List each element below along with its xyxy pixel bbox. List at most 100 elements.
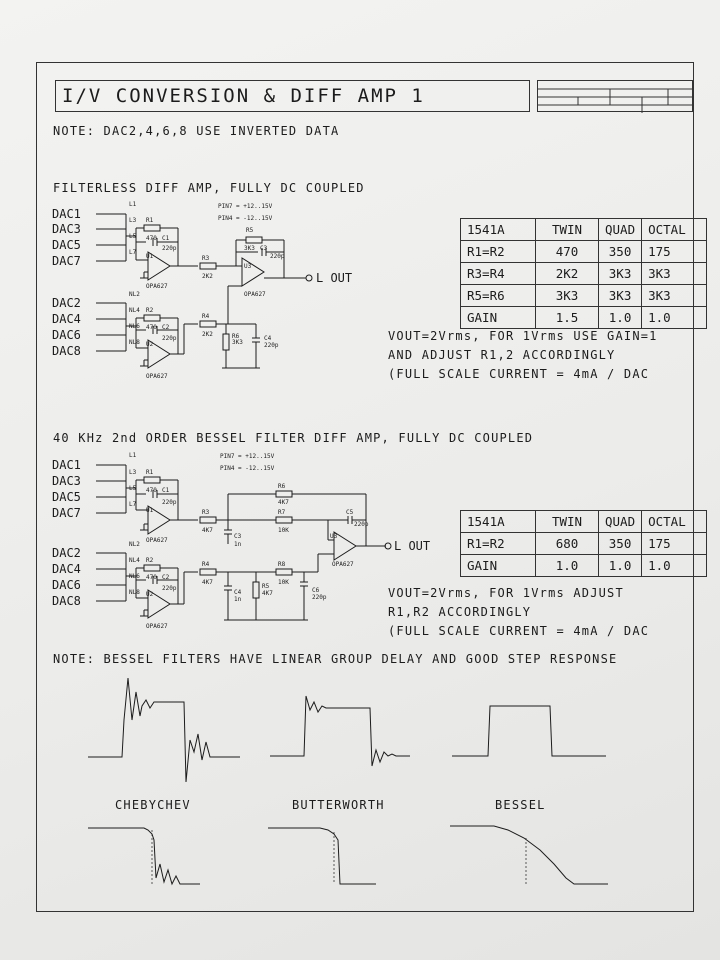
table-row: 1541A TWIN QUAD OCTAL	[460, 510, 708, 533]
c3-value: 220p	[270, 253, 285, 260]
freq-response-bessel	[450, 825, 608, 885]
r6-value: 3K3	[232, 339, 243, 346]
freq-response-butterworth	[268, 827, 376, 885]
r5-value-2: 4K7	[262, 590, 273, 597]
input-dac1-2: DAC1	[52, 458, 81, 472]
nl8-label: NL8	[129, 339, 140, 346]
r7-label-2: R7	[278, 509, 286, 516]
u3-part: OPA627	[244, 291, 266, 298]
pin7-note: PIN7 = +12..15V	[218, 203, 273, 210]
c1-label: C1	[162, 235, 170, 242]
section2-heading: 40 KHz 2nd ORDER BESSEL FILTER DIFF AMP,…	[53, 431, 534, 445]
c1-label-2: C1	[162, 487, 170, 494]
table-row: R1=R2 680 350 175	[460, 532, 708, 555]
c6-label-2: C6	[312, 587, 320, 594]
step-response-butterworth	[270, 695, 410, 767]
drawing-title: I/V CONVERSION & DIFF AMP 1	[55, 80, 530, 112]
r6-value-2: 4K7	[278, 499, 289, 506]
pin7-note-2: PIN7 = +12..15V	[220, 453, 275, 460]
r5-label: R5	[246, 227, 254, 234]
input-dac5-2: DAC5	[52, 490, 81, 504]
values-table-filterless: 1541A TWIN QUAD OCTAL R1=R2 470 350 175 …	[460, 218, 708, 329]
input-dac4-2: DAC4	[52, 562, 81, 576]
r4-label-2: R4	[202, 561, 210, 568]
u1-label-2: U1	[146, 507, 154, 514]
nl2-label: NL2	[129, 291, 140, 298]
section1-note-3: (FULL SCALE CURRENT = 4mA / DAC	[388, 367, 650, 381]
drawing-frame	[36, 62, 694, 912]
input-dac3-2: DAC3	[52, 474, 81, 488]
table-row: GAIN 1.5 1.0 1.0	[460, 306, 708, 329]
section1-heading: FILTERLESS DIFF AMP, FULLY DC COUPLED	[53, 181, 365, 195]
table-row: 1541A TWIN QUAD OCTAL	[460, 218, 708, 241]
r2-value-2: 470	[146, 574, 157, 581]
r3-value: 2K2	[202, 273, 213, 280]
output-l-out-2: L OUT	[394, 539, 430, 553]
input-dac2-2: DAC2	[52, 546, 81, 560]
pin4-note-2: PIN4 = -12..15V	[220, 465, 275, 472]
l1-label-2: L1	[129, 452, 137, 459]
r1-label: R1	[146, 217, 154, 224]
nl2-label-2: NL2	[129, 541, 140, 548]
u1-label: U1	[146, 253, 154, 260]
input-dac8: DAC8	[52, 344, 81, 358]
nl4-label: NL4	[129, 307, 140, 314]
input-dac6: DAC6	[52, 328, 81, 342]
c2-value: 220p	[162, 335, 177, 342]
r8-value-2: 10K	[278, 579, 289, 586]
input-dac2: DAC2	[52, 296, 81, 310]
note-inverted-data: NOTE: DAC2,4,6,8 USE INVERTED DATA	[53, 124, 340, 138]
c3-value-2: 1n	[234, 541, 242, 548]
label-chebychev: CHEBYCHEV	[115, 798, 191, 812]
pin4-note: PIN4 = -12..15V	[218, 215, 273, 222]
r2-value: 470	[146, 324, 157, 331]
input-dac4: DAC4	[52, 312, 81, 326]
r6-label-2: R6	[278, 483, 286, 490]
r7-value-2: 10K	[278, 527, 289, 534]
note-bessel: NOTE: BESSEL FILTERS HAVE LINEAR GROUP D…	[53, 652, 618, 666]
r2-label-2: R2	[146, 557, 154, 564]
section1-note-1: VOUT=2Vrms, FOR 1Vrms USE GAIN=1	[388, 329, 658, 343]
u2-label-2: U2	[146, 591, 154, 598]
c6-value-2: 220p	[312, 594, 327, 601]
r8-label-2: R8	[278, 561, 286, 568]
nl6-label-2: NL6	[129, 573, 140, 580]
l3-label: L3	[129, 217, 137, 224]
label-butterworth: BUTTERWORTH	[292, 798, 385, 812]
c4-value-2: 1n	[234, 596, 242, 603]
table-row: R5=R6 3K3 3K3 3K3	[460, 284, 708, 307]
c4-label-2: C4	[234, 589, 242, 596]
values-table-bessel: 1541A TWIN QUAD OCTAL R1=R2 680 350 175 …	[460, 510, 708, 577]
u3-label: U3	[244, 263, 252, 270]
output-l-out: L OUT	[316, 271, 352, 285]
input-dac5: DAC5	[52, 238, 81, 252]
input-dac6-2: DAC6	[52, 578, 81, 592]
l5-label-2: L5	[129, 485, 137, 492]
c3-label-2: C3	[234, 533, 242, 540]
freq-response-chebychev	[88, 827, 200, 886]
schematic-filterless: L1 L3 L5 L7 NL2 NL4 NL6 NL8 R1 470 C1 22…	[52, 201, 352, 380]
r3-label: R3	[202, 255, 210, 262]
c4-value: 220p	[264, 342, 279, 349]
c3-label: C3	[260, 245, 268, 252]
c2-label-2: C2	[162, 574, 170, 581]
c4-label: C4	[264, 335, 272, 342]
input-dac1: DAC1	[52, 207, 81, 221]
l5-label: L5	[129, 233, 137, 240]
nl8-label-2: NL8	[129, 589, 140, 596]
r4-value: 2K2	[202, 331, 213, 338]
c2-label: C2	[162, 324, 170, 331]
r2-label: R2	[146, 307, 154, 314]
u3-part-2: OPA627	[332, 561, 354, 568]
c5-value-2: 220p	[354, 521, 369, 528]
r3-value-2: 4K7	[202, 527, 213, 534]
u1-part: OPA627	[146, 283, 168, 290]
input-dac7: DAC7	[52, 254, 81, 268]
table-row: R3=R4 2K2 3K3 3K3	[460, 262, 708, 285]
c1-value-2: 220p	[162, 499, 177, 506]
c2-value-2: 220p	[162, 585, 177, 592]
step-response-bessel	[452, 705, 606, 757]
section2-note-3: (FULL SCALE CURRENT = 4mA / DAC	[388, 624, 650, 638]
u3-label-2: U3	[330, 533, 338, 540]
